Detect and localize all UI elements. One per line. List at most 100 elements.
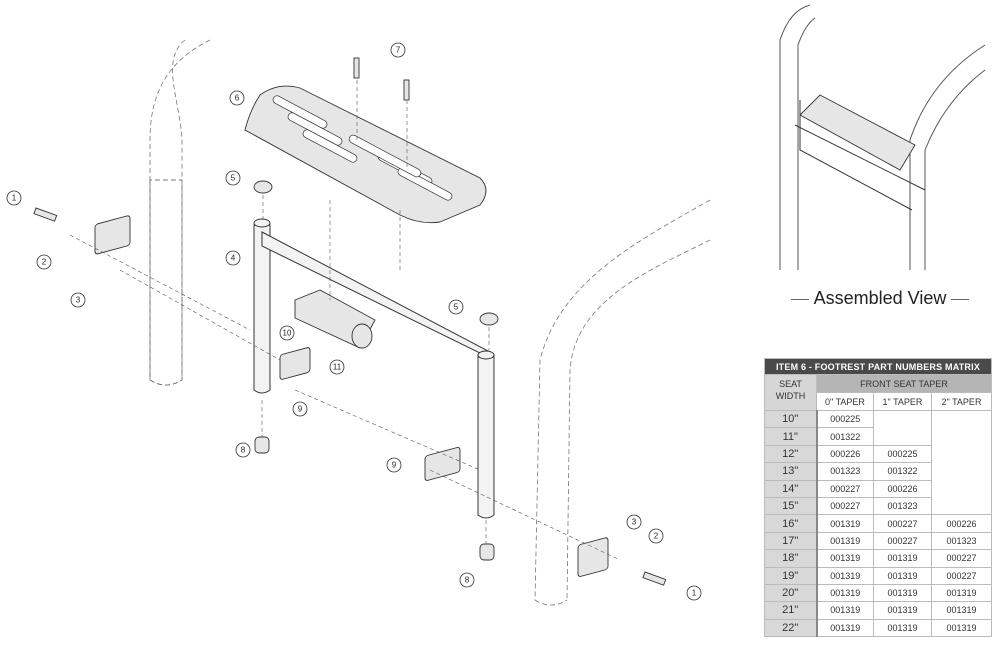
part-number-cell: 000227: [816, 496, 874, 516]
callout-2: 2: [648, 528, 664, 544]
callout-8: 8: [235, 442, 251, 458]
matrix-title: ITEM 6 - FOOTREST PART NUMBERS MATRIX: [763, 358, 993, 375]
part-number-cell: 001319: [930, 601, 993, 620]
part-number-cell: 000226: [816, 444, 874, 464]
clamp-block: [294, 289, 376, 349]
bumper: [479, 543, 495, 561]
callout-number: 1: [12, 194, 17, 203]
callout-1: 1: [6, 190, 22, 206]
footrest-part-numbers-matrix: ITEM 6 - FOOTREST PART NUMBERS MATRIX SE…: [763, 358, 993, 638]
part-number-cell: 001319: [873, 618, 932, 638]
callout-number: 4: [231, 254, 236, 263]
callout-1: 1: [686, 585, 702, 601]
seat-width-cell: 12": [764, 444, 818, 464]
part-number-cell: 000227: [873, 514, 932, 533]
part-number-cell: 001323: [873, 496, 932, 516]
seat-width-cell: 18": [764, 549, 818, 568]
callout-number: 9: [392, 461, 397, 470]
part-number-cell: 000227: [873, 531, 932, 551]
part-number-cell: 001323: [816, 462, 874, 481]
column-header: 1" TAPER: [873, 392, 932, 411]
callout-number: 3: [632, 518, 637, 527]
seat-width-cell: 20": [764, 583, 818, 603]
callout-11: 11: [329, 359, 345, 375]
clamp-bracket-left-inner: [279, 347, 311, 380]
bolt: [33, 207, 58, 222]
tube-cap: [479, 312, 499, 326]
callout-3: 3: [626, 514, 642, 530]
seat-width-cell: 10": [764, 409, 818, 429]
clamp-bracket-left: [94, 215, 131, 255]
callout-number: 6: [235, 94, 240, 103]
bumper: [254, 436, 270, 454]
callout-7: 7: [390, 42, 406, 58]
empty-cell: [930, 409, 993, 516]
callout-number: 7: [396, 46, 401, 55]
callout-10: 10: [279, 325, 295, 341]
assembled-view-label: Assembled View: [780, 288, 980, 309]
callout-number: 5: [454, 303, 459, 312]
callout-number: 11: [333, 363, 342, 372]
seat-width-cell: 17": [764, 531, 818, 551]
part-number-cell: 000227: [930, 566, 993, 585]
part-number-cell: 001319: [930, 618, 993, 638]
callout-number: 9: [298, 405, 303, 414]
part-number-cell: 001319: [816, 531, 874, 551]
part-number-cell: 001319: [816, 618, 874, 638]
callout-number: 1: [692, 589, 697, 598]
part-number-cell: 001319: [873, 549, 932, 568]
seat-width-cell: 15": [764, 496, 818, 516]
callout-number: 5: [231, 174, 236, 183]
part-number-cell: 001319: [816, 601, 874, 620]
part-number-cell: 001319: [816, 549, 874, 568]
part-number-cell: 001319: [873, 601, 932, 620]
seat-width-cell: 14": [764, 479, 818, 498]
callout-number: 8: [241, 446, 246, 455]
callout-4: 4: [225, 250, 241, 266]
assembled-view-thumbnail: [779, 4, 986, 270]
callout-9: 9: [386, 457, 402, 473]
tube-cap: [253, 180, 273, 194]
matrix-row: 10"000225: [764, 409, 993, 516]
seat-width-cell: 22": [764, 618, 818, 638]
screw: [353, 57, 360, 79]
callout-number: 3: [76, 296, 81, 305]
seat-width-cell: 19": [764, 566, 818, 585]
clamp-bracket-right-inner: [424, 446, 461, 481]
bolt: [642, 571, 667, 586]
callout-number: 10: [283, 329, 292, 338]
footplate: [244, 85, 487, 224]
part-number-cell: 001319: [816, 583, 874, 603]
callout-number: 2: [42, 258, 47, 267]
seat-width-cell: 13": [764, 462, 818, 481]
part-number-cell: 000225: [816, 409, 874, 429]
column-header: 2" TAPER: [930, 392, 993, 411]
callout-number: 2: [654, 532, 659, 541]
empty-cell: [873, 410, 932, 446]
seat-width-cell: 11": [764, 427, 818, 446]
callout-9: 9: [292, 401, 308, 417]
part-number-cell: 001319: [873, 583, 932, 603]
part-number-cell: 001322: [816, 427, 874, 446]
screw: [403, 79, 410, 101]
part-number-cell: 001319: [816, 514, 874, 533]
part-number-cell: 001319: [816, 566, 874, 585]
part-number-cell: 000227: [930, 549, 993, 568]
callout-8: 8: [459, 572, 475, 588]
callout-number: 8: [465, 576, 470, 585]
part-number-cell: 000226: [873, 479, 932, 498]
right-frame-tube: [534, 199, 711, 606]
assembly-lines: [69, 80, 621, 561]
seat-width-cell: 16": [764, 514, 818, 533]
part-number-cell: 001322: [873, 462, 932, 481]
part-number-cell: 000226: [930, 514, 993, 533]
